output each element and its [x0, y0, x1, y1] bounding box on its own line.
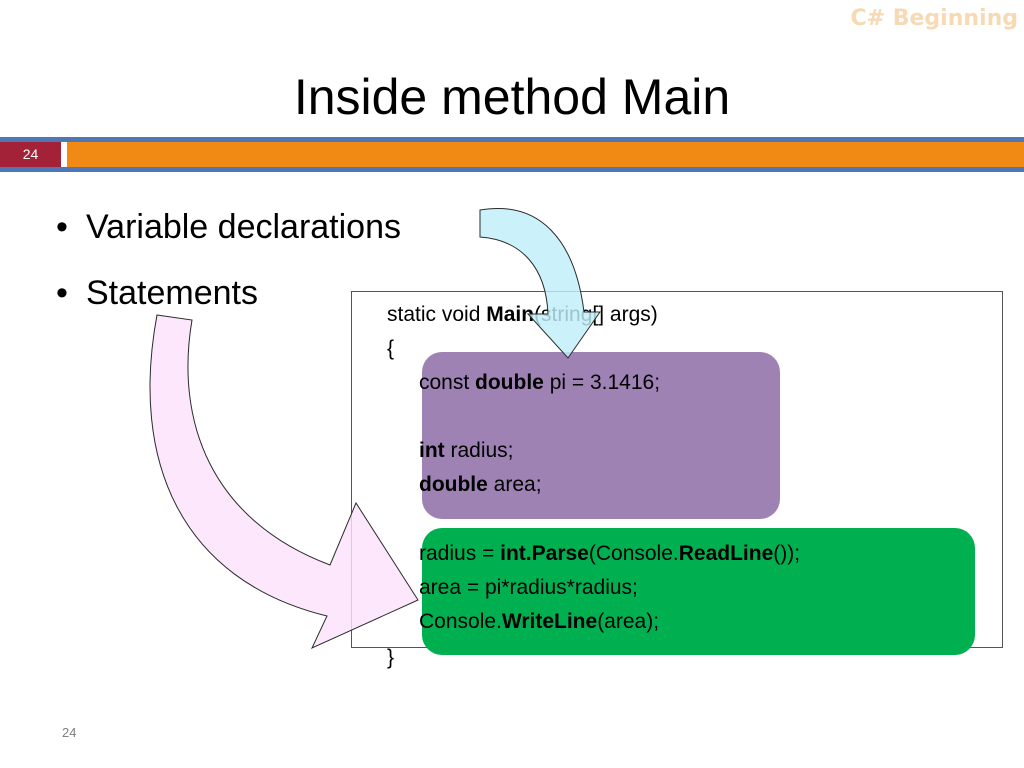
code-token: (area); — [597, 610, 660, 633]
title-band: 24 — [0, 142, 1024, 167]
code-keyword: int — [419, 439, 445, 462]
bullet-item-statements: • Statements — [56, 266, 401, 332]
page-number: 24 — [62, 725, 77, 740]
code-method-name: Parse — [531, 542, 589, 565]
code-line-statement: Console.WriteLine(area); — [419, 609, 659, 635]
code-method-name: WriteLine — [501, 610, 598, 633]
code-line-declaration: int radius; — [419, 438, 514, 464]
code-token: radius = — [419, 542, 501, 565]
code-close-brace: } — [387, 646, 395, 669]
code-keyword: double — [475, 371, 544, 394]
code-token: const — [419, 371, 476, 394]
code-open-brace: { — [387, 337, 395, 360]
code-line-statement: radius = int.Parse(Console.ReadLine()); — [419, 541, 800, 567]
code-keyword: int — [500, 542, 526, 565]
bullet-item-variable-declarations: • Variable declarations — [56, 200, 401, 266]
code-token: (string[] args) — [534, 303, 658, 326]
code-keyword: double — [419, 473, 488, 496]
slide-title: Inside method Main — [293, 69, 731, 125]
code-token: Console. — [419, 610, 502, 633]
code-token: (Console. — [588, 542, 679, 565]
statements-highlight — [422, 528, 975, 655]
title-band-orange-bar — [67, 142, 1024, 167]
code-line-declaration: double area; — [419, 472, 542, 498]
bullet-list: • Variable declarations • Statements — [56, 200, 401, 332]
code-token: pi = 3.1416; — [543, 371, 661, 394]
code-token: static void — [387, 303, 487, 326]
code-method-name: ReadLine — [678, 542, 774, 565]
code-token: ()); — [773, 542, 801, 565]
code-token: radius; — [444, 439, 514, 462]
code-line-declaration: const double pi = 3.1416; — [419, 370, 660, 396]
title-band-bottom-line — [0, 167, 1024, 172]
code-token: area = pi*radius*radius; — [419, 576, 638, 599]
bullet-text: Variable declarations — [86, 208, 401, 246]
bullet-dot-icon: • — [56, 208, 68, 246]
bullet-dot-icon: • — [56, 274, 68, 312]
code-token: . — [525, 542, 532, 565]
code-line-statement: area = pi*radius*radius; — [419, 575, 638, 601]
course-header-tag: C# Beginning — [850, 6, 1019, 31]
declarations-highlight — [422, 352, 780, 519]
code-line-signature: static void Main(string[] args) — [387, 302, 658, 328]
bullet-text: Statements — [86, 274, 258, 312]
code-token: area; — [487, 473, 542, 496]
slide-number-badge: 24 — [0, 142, 61, 167]
title-band-top-line — [0, 137, 1024, 142]
code-method-name: Main — [486, 303, 535, 326]
